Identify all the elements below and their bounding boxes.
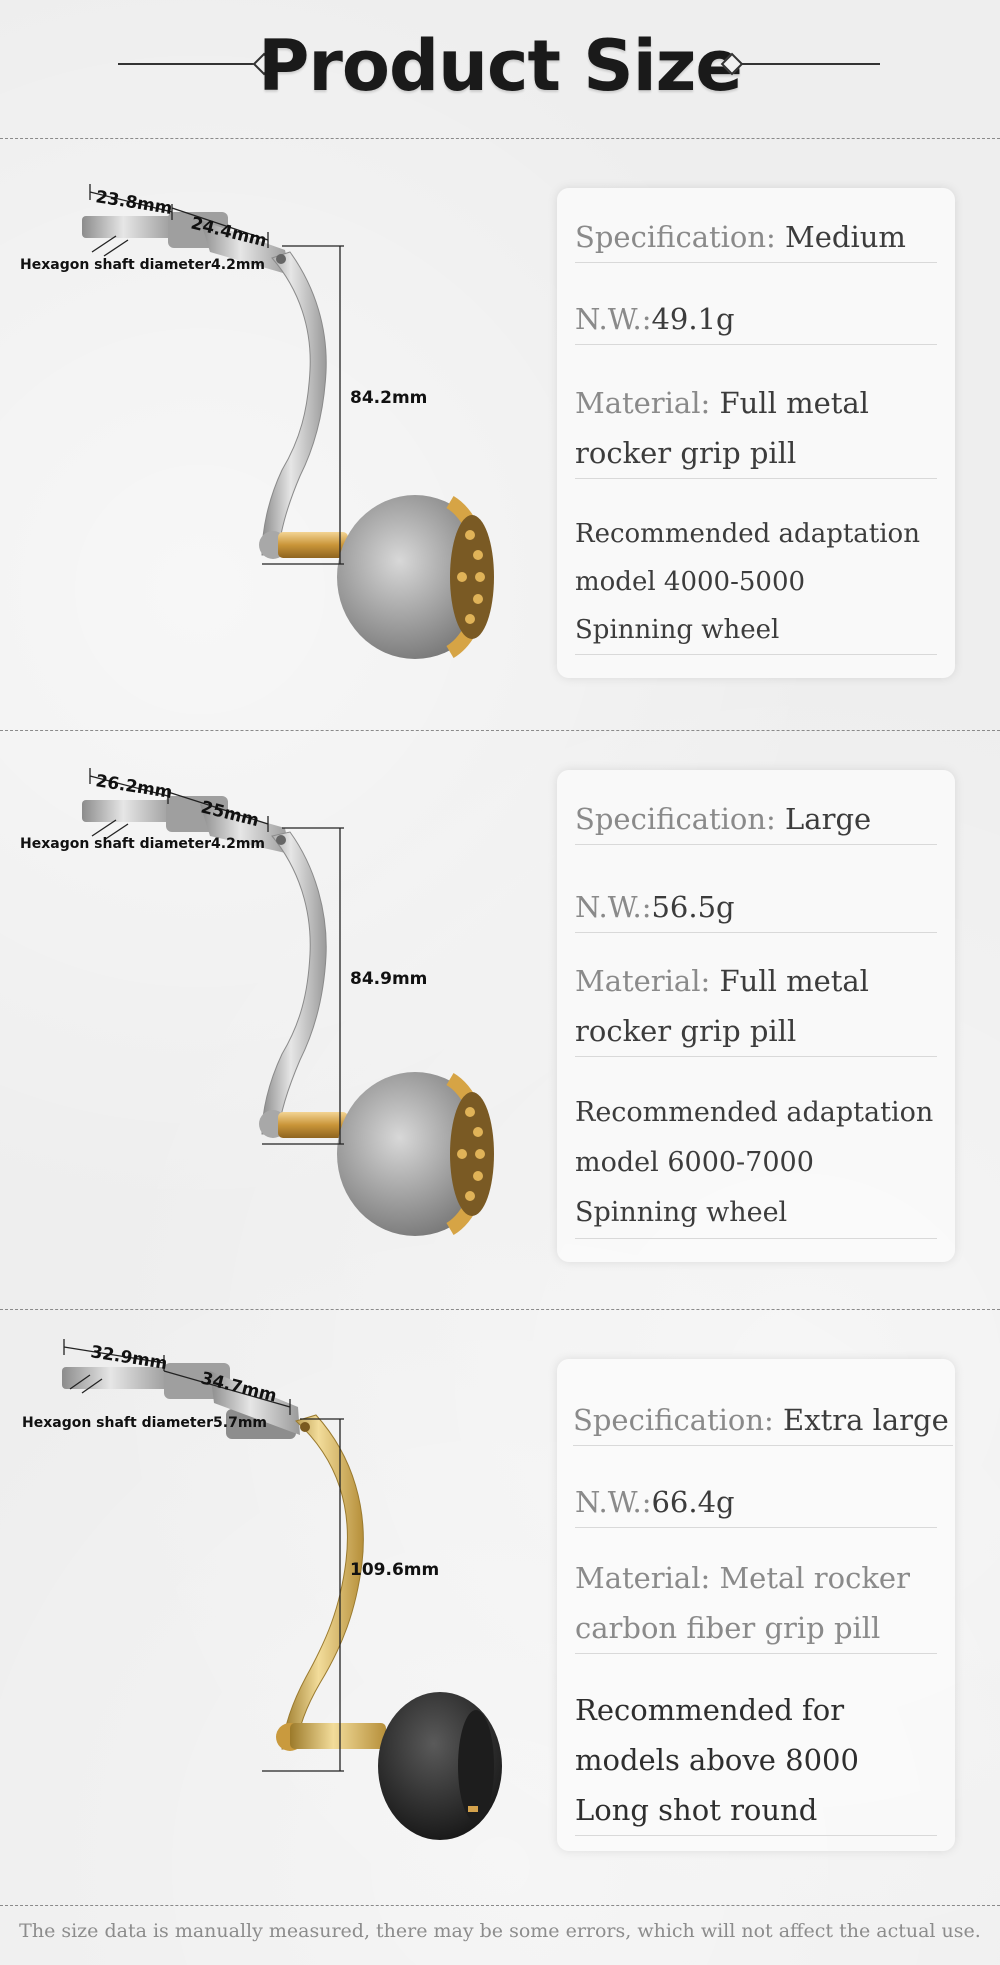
- recommendation-row: Recommended adaptation model 4000-5000 S…: [575, 510, 937, 655]
- material-line-1: Full metal: [710, 964, 869, 998]
- hex-diameter-label: Hexagon shaft diameter4.2mm: [20, 836, 265, 852]
- spec-value: Medium: [785, 220, 906, 254]
- recommendation-line-3: Spinning wheel: [575, 1197, 788, 1228]
- recommendation-line-2: models above 8000: [575, 1743, 859, 1777]
- handle-top-arm: [200, 804, 290, 854]
- material-row: Material: Full metal rocker grip pill: [575, 956, 937, 1057]
- material-line-2: rocker grip pill: [575, 1014, 797, 1048]
- hex-shaft: [82, 216, 174, 238]
- recommendation-line-2: model 4000-5000: [575, 567, 806, 597]
- recommendation-line-1: Recommended for: [575, 1693, 845, 1727]
- crank-screw: [276, 835, 286, 845]
- material-label: Material:: [575, 964, 711, 998]
- recommendation-line-1: Recommended adaptation: [575, 519, 920, 549]
- height-label: 109.6mm: [350, 1560, 439, 1580]
- material-label: Material: Metal rocker: [575, 1561, 910, 1595]
- grip-stem: [278, 532, 348, 558]
- weight-label: N.W.:: [575, 890, 652, 924]
- grip-stem: [278, 1112, 348, 1138]
- section-divider: [0, 1309, 1000, 1310]
- weight-label: N.W.:: [575, 1485, 652, 1519]
- measurement-disclaimer: The size data is manually measured, ther…: [19, 1920, 981, 1942]
- shaft-length-label: 23.8mm: [94, 187, 174, 219]
- recommendation-line-2: model 6000-7000: [575, 1147, 814, 1178]
- crank-screw: [276, 254, 286, 264]
- spec-card-large: Specification: Large N.W.:56.5g Material…: [557, 770, 955, 1262]
- weight-row: N.W.:56.5g: [575, 882, 937, 933]
- spec-label: Specification:: [575, 220, 776, 254]
- grip-stem: [290, 1723, 386, 1749]
- spec-card-medium: Specification: Medium N.W.:49.1g Materia…: [557, 188, 955, 678]
- material-line-2: carbon fiber grip pill: [575, 1611, 881, 1645]
- handle-crank-arm: [261, 251, 327, 556]
- product-section-extra-large: 32.9mm 34.7mm Hexagon shaft diameter5.7m…: [0, 1311, 1000, 1901]
- dimension-lines: [89, 184, 344, 565]
- material-line-1: Full metal: [710, 386, 869, 420]
- handle-diagram-extra-large: 32.9mm 34.7mm Hexagon shaft diameter5.7m…: [22, 1339, 502, 1840]
- spec-value: Extra large: [783, 1403, 949, 1437]
- height-label: 84.9mm: [350, 969, 427, 989]
- section-divider: [0, 138, 1000, 139]
- handle-crank-arm: [281, 1414, 364, 1750]
- height-label: 84.2mm: [350, 388, 427, 408]
- section-divider: [0, 730, 1000, 731]
- product-section-large: 26.2mm 25mm Hexagon shaft diameter4.2mm …: [0, 732, 1000, 1307]
- weight-label: N.W.:: [575, 302, 652, 336]
- knob-face: [458, 1710, 494, 1822]
- spec-card-extra-large: Specification: Extra large N.W.:66.4g Ma…: [557, 1359, 955, 1851]
- weight-row: N.W.:49.1g: [575, 294, 937, 345]
- crank-screw: [300, 1422, 310, 1432]
- handle-top-arm: [200, 220, 290, 275]
- spec-row: Specification: Medium: [575, 212, 937, 263]
- title-left-line: [118, 63, 256, 65]
- handle-diagram-medium: 23.8mm 24.4mm Hexagon shaft diameter4.2m…: [20, 184, 494, 659]
- handle-crank-arm: [261, 831, 327, 1135]
- handle-top-arm: [210, 1371, 300, 1435]
- recommendation-line-1: Recommended adaptation: [575, 1097, 934, 1128]
- knob-face: [450, 515, 494, 639]
- hex-shaft: [82, 800, 174, 822]
- material-row: Material: Metal rocker carbon fiber grip…: [575, 1553, 937, 1654]
- weight-value: 66.4g: [651, 1485, 735, 1519]
- material-row: Material: Full metal rocker grip pill: [575, 378, 937, 479]
- spec-label: Specification:: [573, 1403, 774, 1437]
- shaft-length-label: 26.2mm: [94, 771, 174, 803]
- knob-inset: [468, 1806, 478, 1812]
- grip-knob: [337, 1072, 493, 1236]
- hex-diameter-label: Hexagon shaft diameter5.7mm: [22, 1415, 267, 1431]
- knob-face: [450, 1092, 494, 1216]
- spec-label: Specification:: [575, 802, 776, 836]
- handle-diagram-large: 26.2mm 25mm Hexagon shaft diameter4.2mm …: [20, 768, 494, 1236]
- title-right-line: [742, 63, 880, 65]
- spec-row: Specification: Extra large: [573, 1395, 953, 1446]
- section-divider: [0, 1905, 1000, 1906]
- product-section-medium: 23.8mm 24.4mm Hexagon shaft diameter4.2m…: [0, 140, 1000, 730]
- spec-value: Large: [785, 802, 872, 836]
- weight-value: 49.1g: [651, 302, 735, 336]
- recommendation-row: Recommended for models above 8000 Long s…: [575, 1685, 937, 1836]
- grip-knob: [337, 495, 493, 659]
- material-line-2: rocker grip pill: [575, 436, 797, 470]
- recommendation-line-3: Spinning wheel: [575, 615, 780, 645]
- dimension-lines: [89, 768, 344, 1145]
- hex-shaft: [62, 1367, 170, 1389]
- recommendation-row: Recommended adaptation model 6000-7000 S…: [575, 1088, 937, 1239]
- weight-row: N.W.:66.4g: [575, 1477, 937, 1528]
- dimension-lines: [63, 1339, 344, 1772]
- recommendation-line-3: Long shot round: [575, 1793, 818, 1827]
- page-header: Product Size: [0, 0, 1000, 135]
- spec-row: Specification: Large: [575, 794, 937, 845]
- hex-diameter-label: Hexagon shaft diameter4.2mm: [20, 257, 265, 273]
- weight-value: 56.5g: [651, 890, 735, 924]
- material-label: Material:: [575, 386, 711, 420]
- page-title: Product Size: [258, 25, 743, 107]
